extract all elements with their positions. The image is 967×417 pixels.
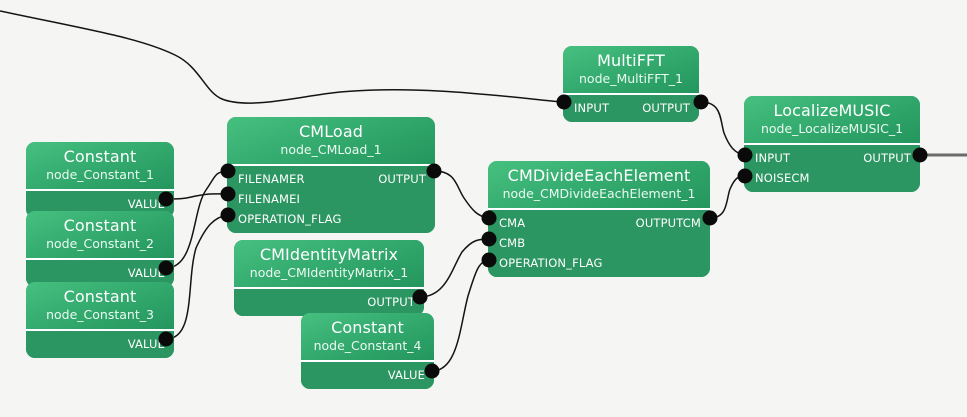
port-label-value: VALUE bbox=[127, 266, 165, 280]
port-row-operation-flag[interactable]: OPERATION_FLAG bbox=[488, 253, 710, 273]
port-label-cmb: CMB bbox=[499, 236, 526, 250]
port-row-filenamer[interactable]: FILENAMER OUTPUT bbox=[227, 169, 435, 189]
node-subtitle: node_CMIdentityMatrix_1 bbox=[249, 265, 409, 280]
node-constant-4[interactable]: Constant node_Constant_4 VALUE bbox=[301, 313, 434, 389]
node-title: CMIdentityMatrix bbox=[259, 245, 399, 264]
port-row-input[interactable]: INPUT OUTPUT bbox=[744, 148, 920, 168]
node-localizemusic-1[interactable]: LocalizeMUSIC node_LocalizeMUSIC_1 INPUT… bbox=[744, 96, 920, 192]
node-body: OUTPUT bbox=[234, 289, 424, 316]
port-row-output[interactable]: OUTPUT bbox=[234, 292, 424, 312]
port-label-operation-flag: OPERATION_FLAG bbox=[238, 212, 342, 226]
node-subtitle: node_CMDivideEachElement_1 bbox=[502, 186, 696, 201]
node-header: MultiFFT node_MultiFFT_1 bbox=[563, 46, 699, 95]
port-row-input[interactable]: INPUT OUTPUT bbox=[563, 98, 699, 118]
port-row-noisecm[interactable]: NOISECM bbox=[744, 168, 920, 188]
node-header: Constant node_Constant_1 bbox=[26, 142, 174, 191]
node-subtitle: node_Constant_3 bbox=[46, 307, 154, 322]
node-body: FILENAMER OUTPUT FILENAMEI OPERATION_FLA… bbox=[227, 166, 435, 233]
port-label-filenamer: FILENAMER bbox=[238, 172, 305, 186]
node-subtitle: node_MultiFFT_1 bbox=[579, 71, 683, 86]
port-row-output-value[interactable]: VALUE bbox=[26, 194, 174, 214]
port-row-cma[interactable]: CMA OUTPUTCM bbox=[488, 213, 710, 233]
node-header: Constant node_Constant_4 bbox=[301, 313, 434, 362]
node-cmload-1[interactable]: CMLoad node_CMLoad_1 FILENAMER OUTPUT FI… bbox=[227, 117, 435, 233]
port-label-cma: CMA bbox=[499, 216, 526, 230]
port-label-value: VALUE bbox=[387, 368, 425, 382]
node-body: VALUE bbox=[301, 362, 434, 389]
node-multifft-1[interactable]: MultiFFT node_MultiFFT_1 INPUT OUTPUT bbox=[563, 46, 699, 122]
node-subtitle: node_LocalizeMUSIC_1 bbox=[760, 121, 904, 136]
port-row-output-value[interactable]: VALUE bbox=[26, 334, 174, 354]
port-row-output-value[interactable]: VALUE bbox=[301, 365, 434, 385]
node-body: VALUE bbox=[26, 331, 174, 358]
port-row-cmb[interactable]: CMB bbox=[488, 233, 710, 253]
node-header: LocalizeMUSIC node_LocalizeMUSIC_1 bbox=[744, 96, 920, 145]
port-label-noisecm: NOISECM bbox=[755, 171, 810, 185]
node-title: LocalizeMUSIC bbox=[773, 101, 891, 120]
node-cmidentitymatrix-1[interactable]: CMIdentityMatrix node_CMIdentityMatrix_1… bbox=[234, 240, 424, 316]
port-label-output: OUTPUT bbox=[367, 295, 415, 309]
node-subtitle: node_Constant_2 bbox=[46, 236, 154, 251]
port-label-outputcm: OUTPUTCM bbox=[635, 216, 701, 230]
port-label-output: OUTPUT bbox=[863, 151, 911, 165]
port-label-value: VALUE bbox=[127, 337, 165, 351]
node-body: CMA OUTPUTCM CMB OPERATION_FLAG bbox=[488, 210, 710, 277]
node-header: Constant node_Constant_3 bbox=[26, 282, 174, 331]
port-label-output: OUTPUT bbox=[378, 172, 426, 186]
node-title: Constant bbox=[63, 147, 137, 166]
port-label-output: OUTPUT bbox=[642, 101, 690, 115]
node-title: CMDivideEachElement bbox=[507, 166, 691, 185]
node-title: Constant bbox=[331, 318, 404, 337]
node-title: CMLoad bbox=[299, 122, 363, 141]
node-header: CMLoad node_CMLoad_1 bbox=[227, 117, 435, 166]
node-title: Constant bbox=[63, 287, 137, 306]
node-header: Constant node_Constant_2 bbox=[26, 211, 174, 260]
node-header: CMIdentityMatrix node_CMIdentityMatrix_1 bbox=[234, 240, 424, 289]
node-subtitle: node_Constant_4 bbox=[313, 338, 422, 353]
node-constant-3[interactable]: Constant node_Constant_3 VALUE bbox=[26, 282, 174, 358]
port-label-input: INPUT bbox=[574, 101, 610, 115]
node-subtitle: node_Constant_1 bbox=[46, 167, 154, 182]
node-cmdivideeachelement-1[interactable]: CMDivideEachElement node_CMDivideEachEle… bbox=[488, 161, 710, 277]
port-row-output-value[interactable]: VALUE bbox=[26, 263, 174, 283]
port-label-filenamei: FILENAMEI bbox=[238, 192, 301, 206]
port-label-operation-flag: OPERATION_FLAG bbox=[499, 256, 603, 270]
node-body: INPUT OUTPUT bbox=[563, 95, 699, 122]
port-label-input: INPUT bbox=[755, 151, 791, 165]
node-constant-1[interactable]: Constant node_Constant_1 VALUE bbox=[26, 142, 174, 218]
node-constant-2[interactable]: Constant node_Constant_2 VALUE bbox=[26, 211, 174, 287]
node-body: INPUT OUTPUT NOISECM bbox=[744, 145, 920, 192]
port-label-value: VALUE bbox=[127, 197, 165, 211]
port-row-filenamei[interactable]: FILENAMEI bbox=[227, 189, 435, 209]
port-row-operation-flag[interactable]: OPERATION_FLAG bbox=[227, 209, 435, 229]
node-title: Constant bbox=[63, 216, 137, 235]
node-subtitle: node_CMLoad_1 bbox=[280, 142, 382, 157]
node-title: MultiFFT bbox=[597, 51, 665, 70]
node-header: CMDivideEachElement node_CMDivideEachEle… bbox=[488, 161, 710, 210]
